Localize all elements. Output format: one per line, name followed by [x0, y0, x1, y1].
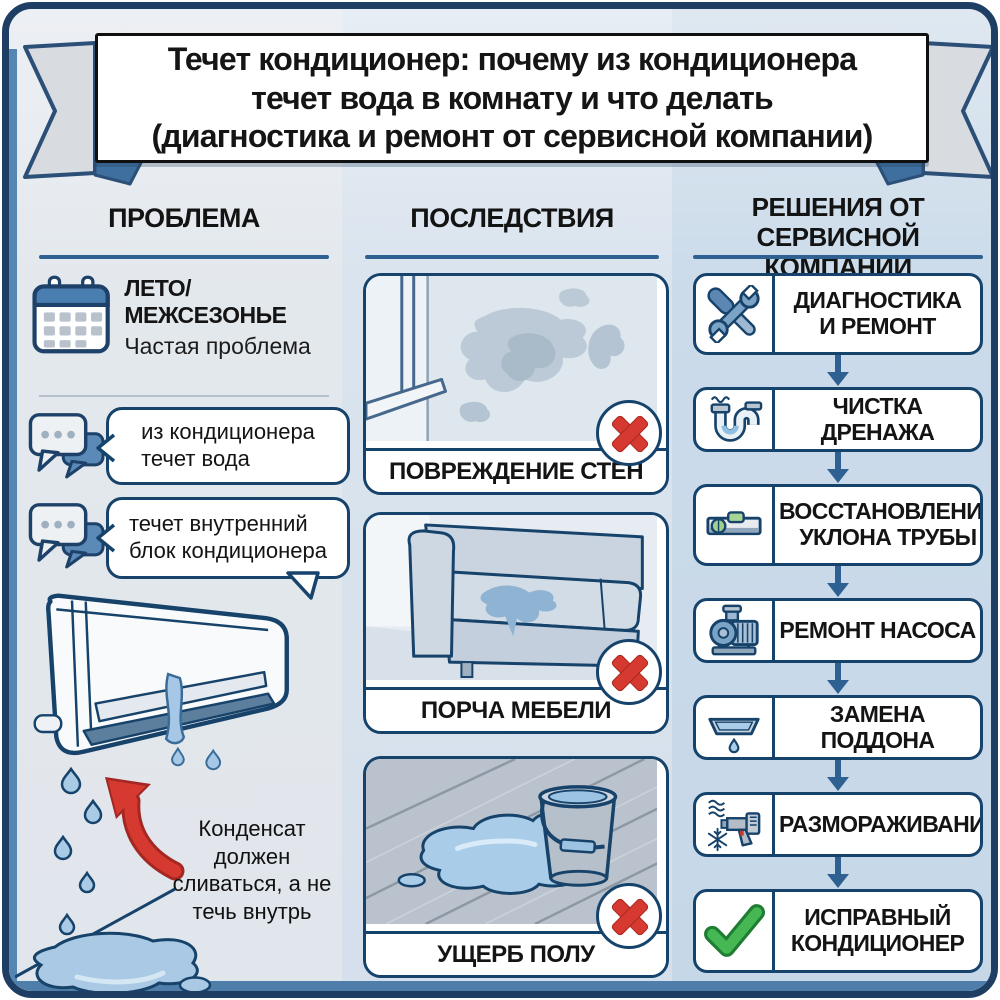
step-label: ЗАМЕНА ПОДДОНА — [820, 700, 935, 753]
consequence-card-furniture: ПОРЧА МЕБЕЛИ — [363, 512, 669, 734]
callout-tail-left-icon — [96, 523, 116, 553]
inner-edge-left — [9, 49, 17, 991]
problem-divider — [39, 255, 329, 259]
poster-title: Течет кондиционер: почему из кондиционер… — [151, 41, 874, 155]
step-icon-cell — [696, 390, 775, 449]
flow-arrow-down — [827, 857, 849, 889]
flow-arrow-down — [827, 663, 849, 695]
spirit-level-icon — [706, 511, 762, 536]
step-pump-repair: РЕМОНТ НАСОСА — [693, 598, 983, 663]
solutions-header: РЕШЕНИЯ ОТ СЕРВИСНОЙ КОМПАНИИ — [751, 192, 925, 282]
step-diagnostics: ДИАГНОСТИКА И РЕМОНТ — [693, 273, 983, 355]
complaint-row-1: из кондиционера течет вода — [25, 407, 350, 485]
step-label: ВОССТАНОВЛЕНИЕ УКЛОНА ТРУБЫ — [779, 498, 983, 550]
step-defrost: РАЗМОРАЖИВАНИЕ — [693, 792, 983, 857]
season-row: ЛЕТО/МЕЖСЕЗОНЬЕ Частая проблема — [29, 273, 341, 361]
leaking-ac-unit-illustration — [33, 593, 289, 771]
step-label: РЕМОНТ НАСОСА — [779, 616, 976, 643]
step-icon-cell — [696, 276, 775, 352]
complaint-row-2: течет внутренний блок кондиционера — [25, 497, 350, 600]
step-pan-replace: ЗАМЕНА ПОДДОНА — [693, 695, 983, 760]
callout-tail-left-icon — [96, 433, 116, 463]
chat-bubbles-icon — [28, 413, 105, 479]
step-drain-cleaning: ЧИСТКА ДРЕНАЖА — [693, 387, 983, 452]
step-working-ac: ИСПРАВНЫЙ КОНДИЦИОНЕР — [693, 889, 983, 973]
inner-edge-bottom — [9, 981, 991, 991]
step-label: РАЗМОРАЖИВАНИЕ — [779, 810, 983, 837]
step-icon-cell — [696, 892, 775, 970]
step-icon-cell — [696, 698, 775, 757]
season-title: ЛЕТО/МЕЖСЕЗОНЬЕ — [124, 274, 287, 328]
chat-bubbles-icon — [28, 503, 105, 569]
consequence-card-wall: ПОВРЕЖДЕНИЕ СТЕН — [363, 273, 669, 495]
pump-icon — [709, 604, 759, 655]
problem-header: ПРОБЛЕМА — [108, 203, 260, 233]
heat-gun-icon — [707, 799, 761, 851]
red-x-badge — [596, 400, 662, 466]
step-icon-cell — [696, 601, 775, 660]
consequence-card-floor: УЩЕРБ ПОЛУ — [363, 756, 669, 978]
step-slope-restore: ВОССТАНОВЛЕНИЕ УКЛОНА ТРУБЫ — [693, 484, 983, 566]
consequence-label: ПОРЧА МЕБЕЛИ — [366, 687, 666, 731]
solutions-flow: ДИАГНОСТИКА И РЕМОНТ ЧИСТКА ДРЕНАЖА — [693, 273, 983, 973]
callout-tail-bottom-icon — [286, 571, 320, 600]
step-label: ДИАГНОСТИКА И РЕМОНТ — [793, 287, 962, 339]
problem-subdivider — [39, 395, 329, 397]
season-subtitle: Частая проблема — [124, 332, 311, 359]
red-x-badge — [596, 883, 662, 949]
flow-arrow-down — [827, 760, 849, 792]
step-label: ЧИСТКА ДРЕНАЖА — [820, 392, 935, 445]
complaint-callout-2: течет внутренний блок кондиционера — [96, 497, 350, 600]
drain-pan-icon — [708, 717, 760, 753]
ribbon-banner — [23, 41, 991, 186]
tools-icon — [707, 285, 760, 343]
condensate-arrow-icon — [105, 777, 185, 881]
red-x-badge — [596, 639, 662, 705]
step-icon-cell — [696, 487, 775, 563]
flow-arrow-down — [827, 355, 849, 387]
step-icon-cell — [696, 795, 775, 854]
season-text: ЛЕТО/МЕЖСЕЗОНЬЕ Частая проблема — [124, 275, 341, 360]
puddle-illustration — [33, 931, 212, 991]
condensate-note: Конденсат должен сливаться, а не течь вн… — [172, 816, 332, 924]
calendar-icon — [32, 275, 110, 354]
solutions-divider — [693, 255, 983, 259]
title-panel: Течет кондиционер: почему из кондиционер… — [95, 33, 929, 163]
consequences-header: ПОСЛЕДСТВИЯ — [410, 203, 614, 233]
stained-wall-image — [366, 276, 658, 441]
flow-arrow-down — [827, 566, 849, 598]
drain-pipe-icon — [710, 395, 763, 442]
flow-arrow-down — [827, 452, 849, 484]
complaint-text-2: течет внутренний блок кондиционера — [128, 511, 328, 563]
step-label: ИСПРАВНЫЙ КОНДИЦИОНЕР — [790, 904, 965, 956]
check-icon — [704, 904, 765, 957]
complaint-text-1: из кондиционера течет вода — [141, 419, 315, 471]
consequences-divider — [365, 255, 659, 259]
complaint-callout-1: из кондиционера течет вода — [96, 407, 350, 485]
